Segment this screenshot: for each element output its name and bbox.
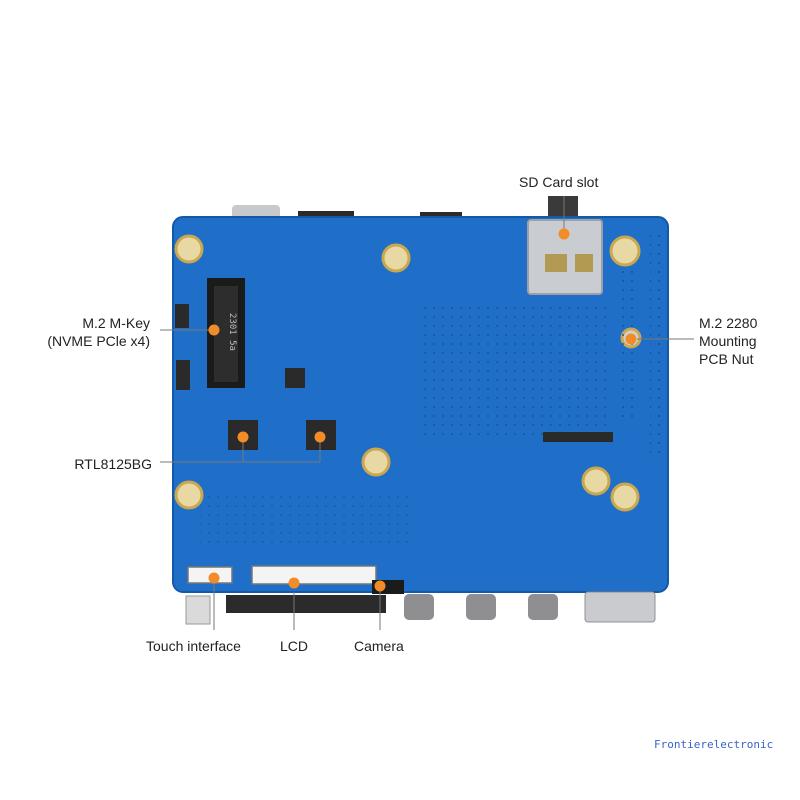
mounting-hole [610, 482, 640, 512]
watermark: Frontierelectronic [654, 738, 774, 751]
audio-jack [185, 595, 211, 625]
marker-dot [558, 228, 570, 240]
mounting-hole [361, 447, 391, 477]
label-m2-nut: M.2 2280 Mounting PCB Nut [699, 314, 757, 368]
pcb-vias-area [420, 300, 610, 440]
marker-dot [208, 572, 220, 584]
port [528, 594, 558, 620]
label-m2-nut-line3: PCB Nut [699, 351, 754, 367]
marker-dot [625, 333, 637, 345]
lcd-connector-bar [226, 595, 386, 613]
label-rtl: RTL8125BG [74, 456, 152, 472]
chip-marking: 2301 5a [227, 313, 237, 351]
label-touch: Touch interface [146, 638, 241, 654]
marker-dot [237, 431, 249, 443]
mounting-hole [174, 234, 204, 264]
marker-dot [374, 580, 386, 592]
port [404, 594, 434, 620]
port [466, 594, 496, 620]
label-m2-key-line2: (NVME PCle x4) [47, 333, 150, 349]
label-m2-nut-line1: M.2 2280 [699, 315, 758, 331]
label-camera: Camera [354, 638, 404, 654]
label-sd-card: SD Card slot [519, 174, 599, 190]
mounting-hole [381, 243, 411, 273]
label-lcd: LCD [279, 638, 308, 654]
marker-dot [208, 324, 220, 336]
label-m2-key-line1: M.2 M-Key [82, 315, 150, 331]
pcb-vias-area-2 [200, 490, 410, 550]
marker-dot [314, 431, 326, 443]
lcd-connector [251, 565, 377, 585]
usb-port [584, 591, 656, 623]
mounting-hole [174, 480, 204, 510]
label-m2-key: M.2 M-Key (NVME PCle x4) [20, 314, 150, 350]
marker-dot [288, 577, 300, 589]
gpio-header [650, 228, 664, 458]
mounting-hole [609, 235, 641, 267]
label-m2-nut-line2: Mounting [699, 333, 757, 349]
mounting-hole [581, 466, 611, 496]
